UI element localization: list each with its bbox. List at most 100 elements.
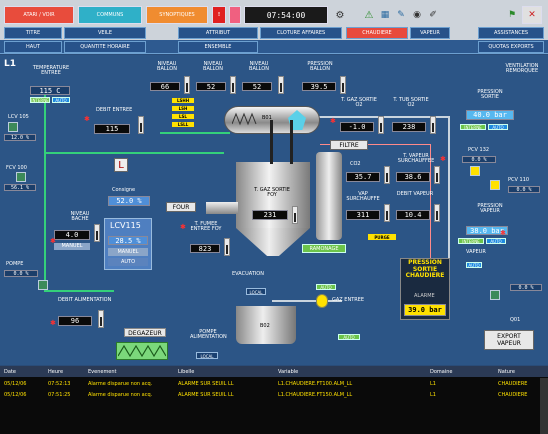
nav-vapeur[interactable]: VAPEUR: [410, 27, 450, 39]
co-value: 35.7: [346, 172, 380, 182]
four-label: FOUR: [166, 202, 196, 212]
local-button[interactable]: LOCAL: [196, 352, 218, 359]
gaz-status: AUTO: [338, 334, 360, 340]
auto-button[interactable]: AUTO: [52, 97, 70, 103]
nav-titre[interactable]: TITRE: [4, 27, 62, 39]
pipe-gaz-right: [430, 144, 431, 264]
tag-lshh: LSHH: [172, 98, 194, 103]
cell-date: 05/12/06: [4, 380, 27, 387]
reading-value-3: 52: [242, 82, 272, 91]
gear-icon[interactable]: ⚙: [332, 6, 348, 24]
ramonage-button[interactable]: RAMONAGE: [302, 244, 346, 253]
exit-icon[interactable]: ✕: [522, 6, 542, 24]
nav-haut[interactable]: HAUT: [4, 41, 62, 53]
toolbar-btn-communs[interactable]: COMMUNS: [78, 6, 142, 24]
pcv110-tag: PCV 110: [508, 177, 530, 183]
fcv100-value: 56.1 %: [4, 184, 36, 191]
alarm-flag-button[interactable]: !: [212, 6, 226, 24]
cell-date: 05/12/06: [4, 391, 27, 398]
niveau-mode[interactable]: MANUEL: [54, 243, 90, 250]
warning-icon[interactable]: ⚠: [362, 6, 376, 24]
debit-entree-value: 115: [94, 124, 130, 134]
nav-assistances[interactable]: ASSISTANCES: [478, 27, 544, 39]
gauge-top-3: [278, 76, 284, 94]
debit-alim-gauge: [98, 310, 104, 328]
tank-b02: [236, 306, 296, 344]
consigne-label: Consigne: [112, 187, 136, 193]
table-row[interactable]: 05/12/06 07:51:25 Alarme disparue non ac…: [0, 389, 548, 400]
toolbar-btn-atari[interactable]: ATARI / VOIR: [4, 6, 74, 24]
tag-lsh: LSH: [172, 106, 194, 111]
edit-icon[interactable]: ✎: [394, 6, 408, 24]
vapeur-label: VAPEUR: [466, 249, 486, 255]
alarm-dot-3: ✱: [50, 319, 56, 327]
degazeur-label: DEGAZEUR: [124, 328, 166, 337]
foyer-entree-label: T. FUMEE ENTREE FOY: [190, 221, 222, 232]
pression-sortie-label: PRESSION SORTIE: [477, 89, 503, 100]
export-vapeur-button[interactable]: EXPORT VAPEUR: [484, 330, 534, 350]
status-indicator: [229, 6, 241, 24]
purge-label: PURGE: [368, 234, 396, 240]
vap-label: T. VAPEUR SURCHAUFFEE: [397, 153, 435, 164]
nav-attribut[interactable]: ATTRIBUT: [178, 27, 258, 39]
pression-auto-button[interactable]: AUTO: [488, 124, 508, 130]
nav-cloture[interactable]: CLOTURE AFFAIRES: [260, 27, 342, 39]
valve-fcv100[interactable]: [16, 172, 26, 182]
valve-pcv132b[interactable]: [490, 180, 500, 190]
tag-lsl: LSL: [172, 114, 194, 119]
interne-button[interactable]: INTERNE: [30, 97, 50, 103]
tag-lsll: LSLL: [172, 122, 194, 127]
toolbar-btn-synoptiques[interactable]: SYNOPTIQUES: [146, 6, 208, 24]
pression-chaudiere-title: PRESSION SORTIE CHAUDIERE: [405, 259, 445, 280]
nav-chaudiere[interactable]: CHAUDIERE: [346, 27, 408, 39]
o2-label: T. GAZ SORTIE O2: [341, 97, 377, 108]
alarm-dot-4: ✱: [180, 223, 186, 231]
reading-value-2: 52: [196, 82, 226, 91]
reading-label-3: NIVEAU BALLON: [249, 61, 269, 72]
nav-veile[interactable]: VEILE: [64, 27, 146, 39]
valve-pcv132[interactable]: [470, 166, 480, 176]
temp-sortie-label: T. TUB SORTIE O2: [393, 97, 429, 108]
pcv132-value: 0.0 %: [462, 156, 496, 163]
alarm-table-scrollbar[interactable]: [540, 378, 548, 434]
cell-libelle: ALARME SUR SEUIL LL: [178, 391, 234, 398]
clock-display: 07:54:00: [244, 6, 328, 24]
nav-quantite[interactable]: QUANTITE HORAIRE: [64, 41, 146, 53]
foyer-value: 231: [252, 210, 288, 220]
flag-icon[interactable]: ⚑: [506, 6, 518, 24]
pen-icon[interactable]: ✐: [426, 6, 440, 24]
gauge-top-1: [184, 76, 190, 94]
local2-button[interactable]: LOCAL: [246, 288, 266, 295]
chart-icon[interactable]: ▦: [378, 6, 392, 24]
b02-label: B02: [260, 323, 270, 329]
foyer-entree-gauge: [224, 238, 230, 256]
vapeur-auto[interactable]: AUTO: [466, 262, 482, 268]
table-row[interactable]: 05/12/06 07:52:13 Alarme disparue non ac…: [0, 378, 548, 389]
valve-lcv105[interactable]: [8, 122, 18, 132]
lcv115-auto[interactable]: AUTO: [108, 258, 148, 266]
lcv105-value: 12.0 %: [4, 134, 36, 141]
nav-quotas[interactable]: QUOTAS EXPORTS: [478, 41, 544, 53]
pression-interne-button[interactable]: INTERNE: [460, 124, 486, 130]
pv-auto-button[interactable]: AUTO: [486, 238, 506, 244]
vap2-value: 311: [346, 210, 380, 220]
debit-alim-value: 96: [58, 316, 92, 326]
cell-variable: L1.CHAUDIERE.FT150.ALM_LL: [278, 391, 353, 398]
gaz-auto-button[interactable]: AUTO: [316, 284, 336, 290]
pv-interne-button[interactable]: INTERNE: [458, 238, 484, 244]
header-date: Date: [4, 368, 16, 375]
pression-chaudiere-sub: ALARME: [414, 293, 435, 299]
valve-pompe[interactable]: [38, 280, 48, 290]
pompe-alim-label: POMPE ALIMENTATION: [190, 329, 227, 340]
nav-ensemble[interactable]: ENSEMBLE: [178, 41, 258, 53]
valve-q01[interactable]: [490, 290, 500, 300]
reading-value-4: 39.5: [302, 82, 336, 91]
document-icon[interactable]: L: [114, 158, 128, 172]
pcv110-value: 0.0 %: [508, 186, 540, 193]
vap2-gauge: [384, 204, 390, 222]
gaz-valve-icon[interactable]: [316, 294, 328, 308]
camera-icon[interactable]: ◉: [410, 6, 424, 24]
lcv115-mode[interactable]: MANUEL: [108, 248, 148, 256]
pression-vapeur-value: 38.0 bar: [466, 226, 508, 235]
cell-evenement: Alarme disparue non acq.: [88, 380, 153, 387]
